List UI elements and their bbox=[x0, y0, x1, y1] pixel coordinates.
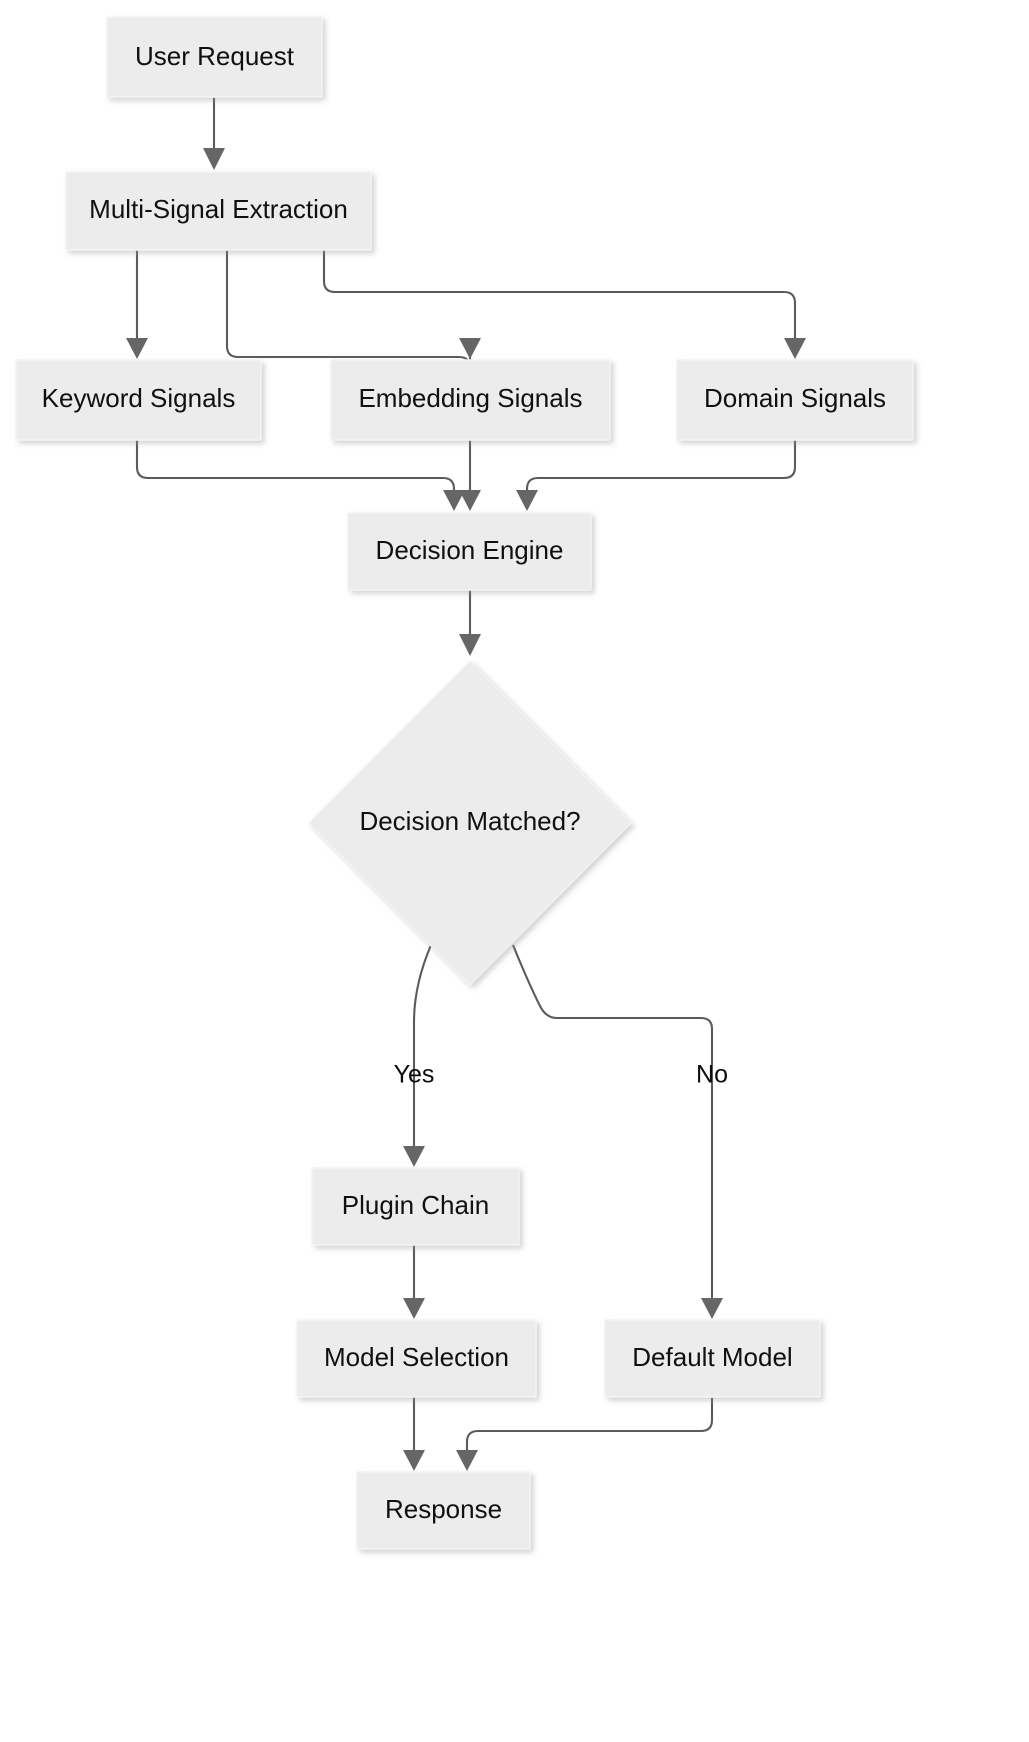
node-default-model[interactable]: Default Model bbox=[604, 1319, 821, 1398]
edge-model-selection-to-response bbox=[403, 1396, 425, 1471]
node-label-model-selection: Model Selection bbox=[324, 1342, 509, 1372]
edge-label-yes: Yes bbox=[394, 1061, 435, 1089]
node-plugin-chain[interactable]: Plugin Chain bbox=[311, 1167, 520, 1246]
node-model-selection[interactable]: Model Selection bbox=[296, 1319, 537, 1398]
node-response[interactable]: Response bbox=[356, 1471, 531, 1550]
edge-label-layer: Yes No bbox=[394, 1061, 728, 1089]
edge-keyword-signals-to-decision-engine bbox=[135, 440, 465, 511]
edge-multi-signal-extraction-to-keyword-signals bbox=[126, 250, 148, 359]
node-keyword-signals[interactable]: Keyword Signals bbox=[15, 359, 262, 441]
node-label-domain-signals: Domain Signals bbox=[704, 383, 886, 413]
node-label-user-request: User Request bbox=[135, 41, 295, 71]
edge-domain-signals-to-decision-engine bbox=[516, 440, 797, 511]
node-label-keyword-signals: Keyword Signals bbox=[42, 383, 236, 413]
node-decision-matched[interactable]: Decision Matched? bbox=[308, 660, 632, 986]
node-label-embedding-signals: Embedding Signals bbox=[358, 383, 582, 413]
edge-plugin-chain-to-model-selection bbox=[403, 1245, 425, 1319]
edge-label-no: No bbox=[696, 1061, 728, 1089]
node-layer: User Request Multi-Signal Extraction Key… bbox=[15, 16, 914, 1550]
edge-multi-signal-extraction-to-embedding-signals bbox=[225, 250, 481, 370]
node-decision-engine[interactable]: Decision Engine bbox=[347, 512, 592, 591]
node-label-decision-engine: Decision Engine bbox=[376, 535, 564, 565]
node-user-request[interactable]: User Request bbox=[106, 16, 323, 98]
node-domain-signals[interactable]: Domain Signals bbox=[676, 359, 914, 441]
edge-multi-signal-extraction-to-domain-signals bbox=[322, 250, 806, 359]
node-label-multi-signal-extraction: Multi-Signal Extraction bbox=[89, 194, 348, 224]
node-label-default-model: Default Model bbox=[632, 1342, 792, 1372]
edge-default-model-to-response bbox=[456, 1396, 714, 1471]
node-label-response: Response bbox=[385, 1494, 502, 1524]
edge-decision-matched-to-default-model bbox=[512, 944, 723, 1319]
node-multi-signal-extraction[interactable]: Multi-Signal Extraction bbox=[65, 171, 372, 251]
edge-user-request-to-multi-signal-extraction bbox=[203, 97, 225, 170]
node-label-plugin-chain: Plugin Chain bbox=[342, 1190, 489, 1220]
node-embedding-signals[interactable]: Embedding Signals bbox=[330, 359, 611, 441]
edge-embedding-signals-to-decision-engine bbox=[459, 440, 481, 511]
node-label-decision-matched: Decision Matched? bbox=[359, 806, 580, 836]
edge-layer: Plugin Chain --> Default Model --> bbox=[126, 97, 806, 1471]
edge-decision-matched-to-plugin-chain bbox=[403, 944, 432, 1167]
edge-decision-engine-to-decision-matched bbox=[459, 590, 481, 656]
